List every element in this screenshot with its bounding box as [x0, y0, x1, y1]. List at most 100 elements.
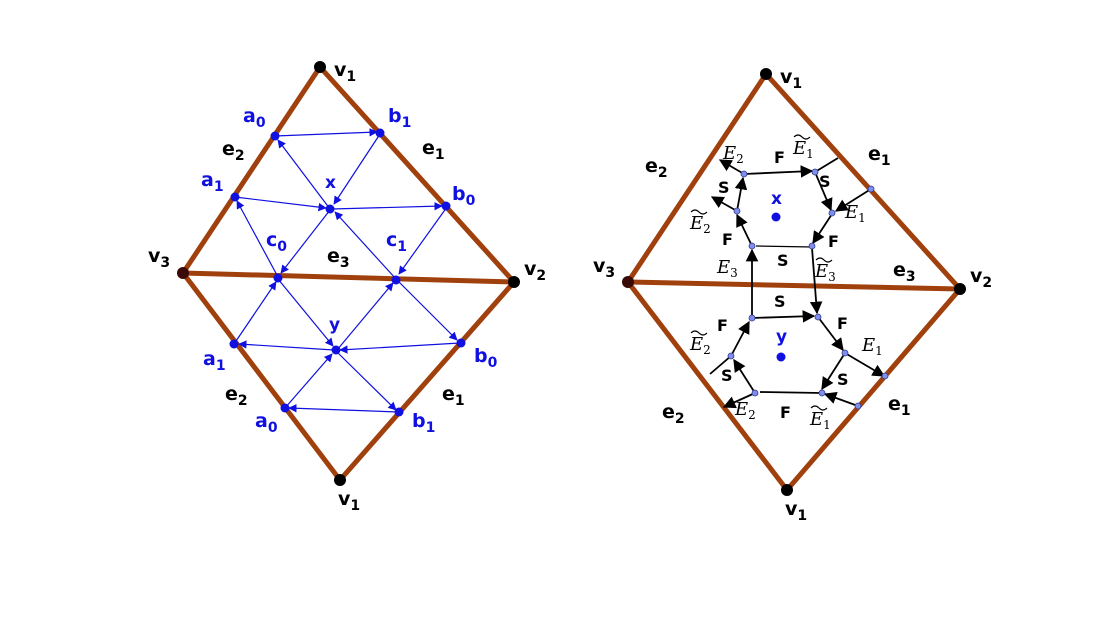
r-vertex-v1-bottom: [781, 484, 793, 496]
label-c1: c1: [386, 229, 407, 255]
r-arrow-l2-l3: [817, 316, 844, 352]
r-node-l5: [751, 389, 759, 397]
r-face-S-5: S: [721, 366, 733, 385]
left-edge-v1-v2-upper: [317, 64, 517, 285]
r-face-F-2: F: [722, 230, 733, 249]
node-b0-upper: [441, 201, 451, 211]
r-label-y: y: [776, 327, 787, 347]
r-node-l1: [748, 314, 756, 322]
label-v3: v3: [148, 245, 170, 271]
right-vertices: [622, 68, 966, 496]
label-e1-upper: e1: [422, 137, 445, 163]
arrow-b1-x: [333, 133, 381, 205]
r-arrow-l6-l1: [730, 320, 750, 357]
arrow-x-a0: [277, 139, 331, 210]
arrow-a1-x: [234, 196, 327, 212]
r-label-v2: v2: [970, 265, 992, 291]
left-blue-nodes: [229, 128, 466, 417]
r-arrow-h3-h4: [812, 213, 833, 245]
label-e2-upper: e2: [222, 138, 245, 164]
r-face-F-6: F: [780, 403, 791, 422]
r-node-h3: [828, 209, 836, 217]
right-edge-v2-v1-lower: [784, 286, 963, 493]
r-arrow-h1-out: [718, 159, 745, 175]
right-face-labels: F S S F F S S F F S S F: [717, 148, 849, 422]
left-edge-v3-v1-lower: [180, 270, 343, 483]
r-face-F-1: F: [774, 148, 785, 167]
label-a0-lower: a0: [255, 410, 278, 436]
label-a0-upper: a0: [243, 105, 266, 131]
r-arrow-l5-l6: [733, 358, 756, 394]
r-face-S-6: S: [837, 370, 849, 389]
arrow-a1-c0: [233, 281, 277, 345]
label-e1-lower: e1: [442, 383, 465, 409]
label-b1-upper: b1: [388, 105, 411, 131]
label-b0-lower: b0: [474, 345, 498, 371]
arrow-c1-x: [334, 211, 397, 280]
node-a0-lower: [280, 403, 290, 413]
right-labels: v1 v3 v2 v1 e2 e1 e3 e2 e1 x y: [593, 66, 992, 524]
r-math-E3: E3: [716, 257, 738, 280]
r-node-h6: [733, 207, 741, 215]
r-math-E2-upper: E2: [722, 143, 744, 166]
label-y: y: [329, 315, 340, 335]
r-label-e2-upper: e2: [645, 155, 668, 181]
arrow-y-a1: [238, 340, 335, 351]
arrow-b1-a0: [288, 404, 399, 413]
node-b1-upper: [375, 128, 385, 138]
left-labels: v1 v3 v2 v1 e2 e1 e3 e2 e1 a0 b1 a1 x b0…: [148, 59, 546, 514]
left-blue-graph: [233, 128, 461, 413]
arrow-x-c0: [280, 209, 331, 274]
r-node-e1-upper: [867, 185, 875, 193]
svg-text:E2: E2: [689, 213, 711, 236]
r-arrow-h6-h1: [734, 176, 748, 212]
vertex-v1-bottom: [334, 474, 346, 486]
r-arrow-h2-out: [814, 157, 839, 173]
left-edge-v3-v2: [180, 270, 517, 285]
vertex-v1-top: [314, 61, 326, 73]
label-v2: v2: [524, 258, 546, 284]
r-math-E1-lower: E1: [861, 335, 883, 358]
vertex-v3: [177, 267, 189, 279]
r-node-l2: [814, 313, 822, 321]
node-a0-upper: [270, 131, 280, 141]
node-c0: [273, 273, 283, 283]
r-node-l3: [841, 349, 849, 357]
r-arrow-l1-l2: [751, 310, 816, 323]
arrow-c0-y: [277, 278, 334, 347]
arrow-y-c1: [336, 282, 394, 351]
right-edge-math-labels: E2 E1 E2 E1 E3 E3 E2 E1 E2 E1: [689, 134, 883, 432]
r-node-l6: [727, 352, 735, 360]
left-diagram: v1 v3 v2 v1 e2 e1 e3 e2 e1 a0 b1 a1 x b0…: [148, 59, 546, 514]
left-rhombus-edges: [180, 64, 517, 483]
r-vertex-v3: [622, 276, 634, 288]
r-face-S-3: S: [777, 251, 789, 270]
r-arrow-h6-out: [710, 196, 738, 212]
node-y: [331, 345, 341, 355]
left-edge-v2-v1-lower: [337, 279, 517, 483]
label-b0-upper: b0: [452, 183, 476, 209]
right-black-graph: [709, 157, 886, 409]
r-arrow-e1-h3: [834, 188, 872, 212]
r-vertex-v2: [954, 283, 966, 295]
r-face-S-1: S: [718, 178, 730, 197]
r-center-x: [771, 212, 781, 222]
r-math-E1t-upper: E1: [792, 134, 814, 161]
r-label-e2-lower: e2: [662, 401, 685, 427]
r-face-F-4: F: [717, 316, 728, 335]
r-arrow-h1-h2: [743, 165, 814, 178]
node-c1: [391, 275, 401, 285]
arrow-b0-y: [339, 342, 461, 354]
label-e3: e3: [327, 245, 350, 271]
right-edge-v3-v2: [625, 279, 963, 292]
svg-text:E2: E2: [689, 334, 711, 357]
label-c0: c0: [266, 229, 287, 255]
r-node-h4: [808, 242, 816, 250]
label-b1-lower: b1: [412, 410, 435, 436]
r-node-h2: [811, 168, 819, 176]
r-arrow-l6-out: [709, 355, 732, 375]
r-arrow-l5-out: [722, 392, 756, 409]
r-face-S-4: S: [774, 292, 786, 311]
r-arrow-h5-h6: [736, 213, 753, 247]
